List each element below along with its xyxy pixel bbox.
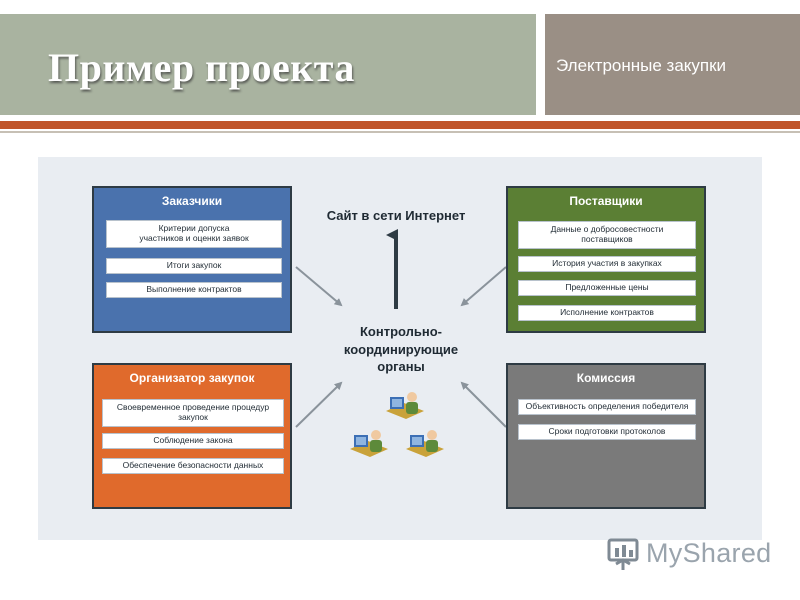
computer-worker-icon [386,392,424,419]
computer-worker-icon [350,430,388,457]
commission-item: Объективность определения победителя [518,399,696,415]
commission-title: Комиссия [576,371,636,385]
suppliers-item: Исполнение контрактов [518,305,696,321]
suppliers-box: Поставщики Данные о добросовестности пос… [506,186,706,333]
page-subtitle: Электронные закупки [556,56,727,75]
page-title: Пример проекта [48,45,355,90]
organizer-title: Организатор закупок [129,371,255,385]
watermark-text: MyShared [646,538,772,568]
subtitle-bar [545,14,800,115]
suppliers-item: Данные о добросовестности поставщиков [518,221,696,249]
title-bar [0,14,536,115]
arrow-organizer [295,381,343,428]
organizer-item: Соблюдение закона [102,433,284,449]
website-label: Сайт в сети Интернет [326,208,466,223]
suppliers-item: История участия в закупках [518,256,696,272]
diagram-panel: Заказчики Критерии допуска участников и … [38,157,762,540]
commission-item: Сроки подготовки протоколов [518,424,696,440]
diagram-connectors [295,229,507,428]
computer-worker-icon [406,430,444,457]
organizer-item: Обеспечение безопасности данных [102,458,284,474]
customers-item: Выполнение контрактов [106,282,282,298]
customers-title: Заказчики [161,194,223,208]
control-bodies-label: Контрольно- координирующие органы [343,324,459,375]
arrow-commission [460,381,507,428]
customers-box: Заказчики Критерии допуска участников и … [92,186,292,333]
suppliers-title: Поставщики [569,194,643,208]
watermark: MyShared [606,534,776,574]
organizer-box: Организатор закупок Своевременное провед… [92,363,292,509]
customers-item: Критерии допуска участников и оценки зая… [106,220,282,248]
suppliers-item: Предложенные цены [518,280,696,296]
divider-line [0,129,800,131]
organizer-item: Своевременное проведение процедур закупо… [102,399,284,427]
divider-line [0,131,800,133]
watermark-logo-icon [607,538,639,570]
customers-item: Итоги закупок [106,258,282,274]
accent-stripe [0,121,800,129]
commission-box: Комиссия Объективность определения побед… [506,363,706,509]
arrow-suppliers [460,266,507,307]
arrow-customers [295,266,343,307]
